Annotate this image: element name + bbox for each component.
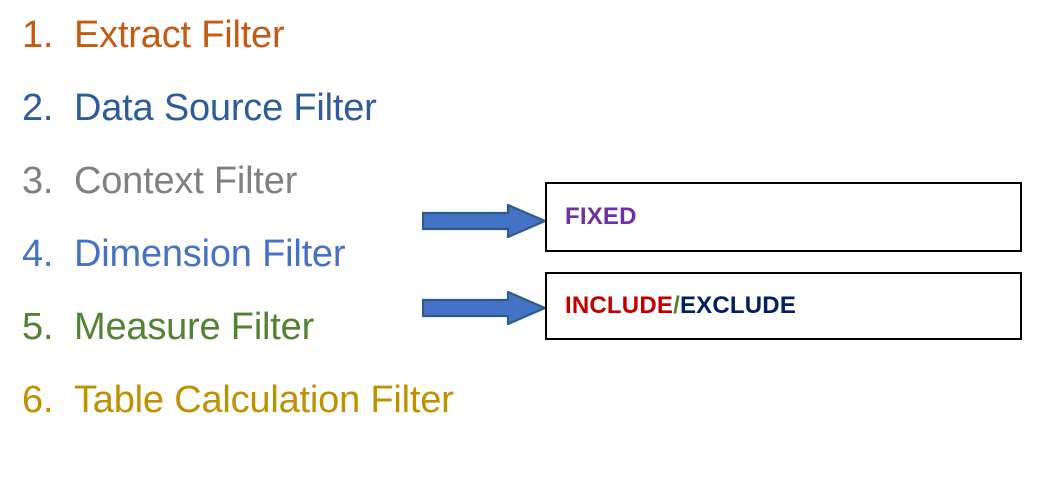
list-item-measure-filter: 5. Measure Filter	[22, 308, 314, 346]
list-item-context-filter: 3. Context Filter	[22, 162, 297, 200]
list-item-label: Measure Filter	[74, 306, 315, 348]
list-item-label: Table Calculation Filter	[74, 379, 454, 421]
callout-fixed-text: FIXED	[547, 205, 637, 229]
callout-box-include-exclude: INCLUDE/EXCLUDE	[545, 272, 1022, 340]
list-item-number: 3.	[22, 160, 54, 202]
right-arrow-icon	[421, 290, 548, 326]
exclude-label: EXCLUDE	[679, 292, 797, 319]
list-item-table-calculation-filter: 6. Table Calculation Filter	[22, 381, 454, 419]
list-item-label: Data Source Filter	[74, 87, 377, 129]
list-item-dimension-filter: 4. Dimension Filter	[22, 233, 346, 275]
list-item-label: Context Filter	[74, 160, 298, 202]
right-arrow-icon	[421, 203, 548, 239]
list-item-label: Dimension Filter	[74, 233, 346, 275]
include-label: INCLUDE	[565, 292, 674, 319]
list-item-data-source-filter: 2. Data Source Filter	[22, 89, 377, 127]
callout-include-exclude-text: INCLUDE/EXCLUDE	[547, 294, 796, 318]
list-item-number: 6.	[22, 379, 54, 421]
list-item-number: 4.	[22, 233, 54, 275]
list-item-number: 2.	[22, 87, 54, 129]
callout-box-fixed: FIXED	[545, 182, 1022, 252]
list-item-extract-filter: 1. Extract Filter	[22, 14, 285, 56]
filter-order-list: 1. Extract Filter 2. Data Source Filter …	[22, 14, 454, 419]
list-item-number: 5.	[22, 306, 54, 348]
fixed-label: FIXED	[565, 203, 637, 230]
list-item-label: Extract Filter	[74, 14, 285, 56]
separator-slash: /	[673, 292, 680, 319]
list-item-number: 1.	[22, 14, 54, 56]
